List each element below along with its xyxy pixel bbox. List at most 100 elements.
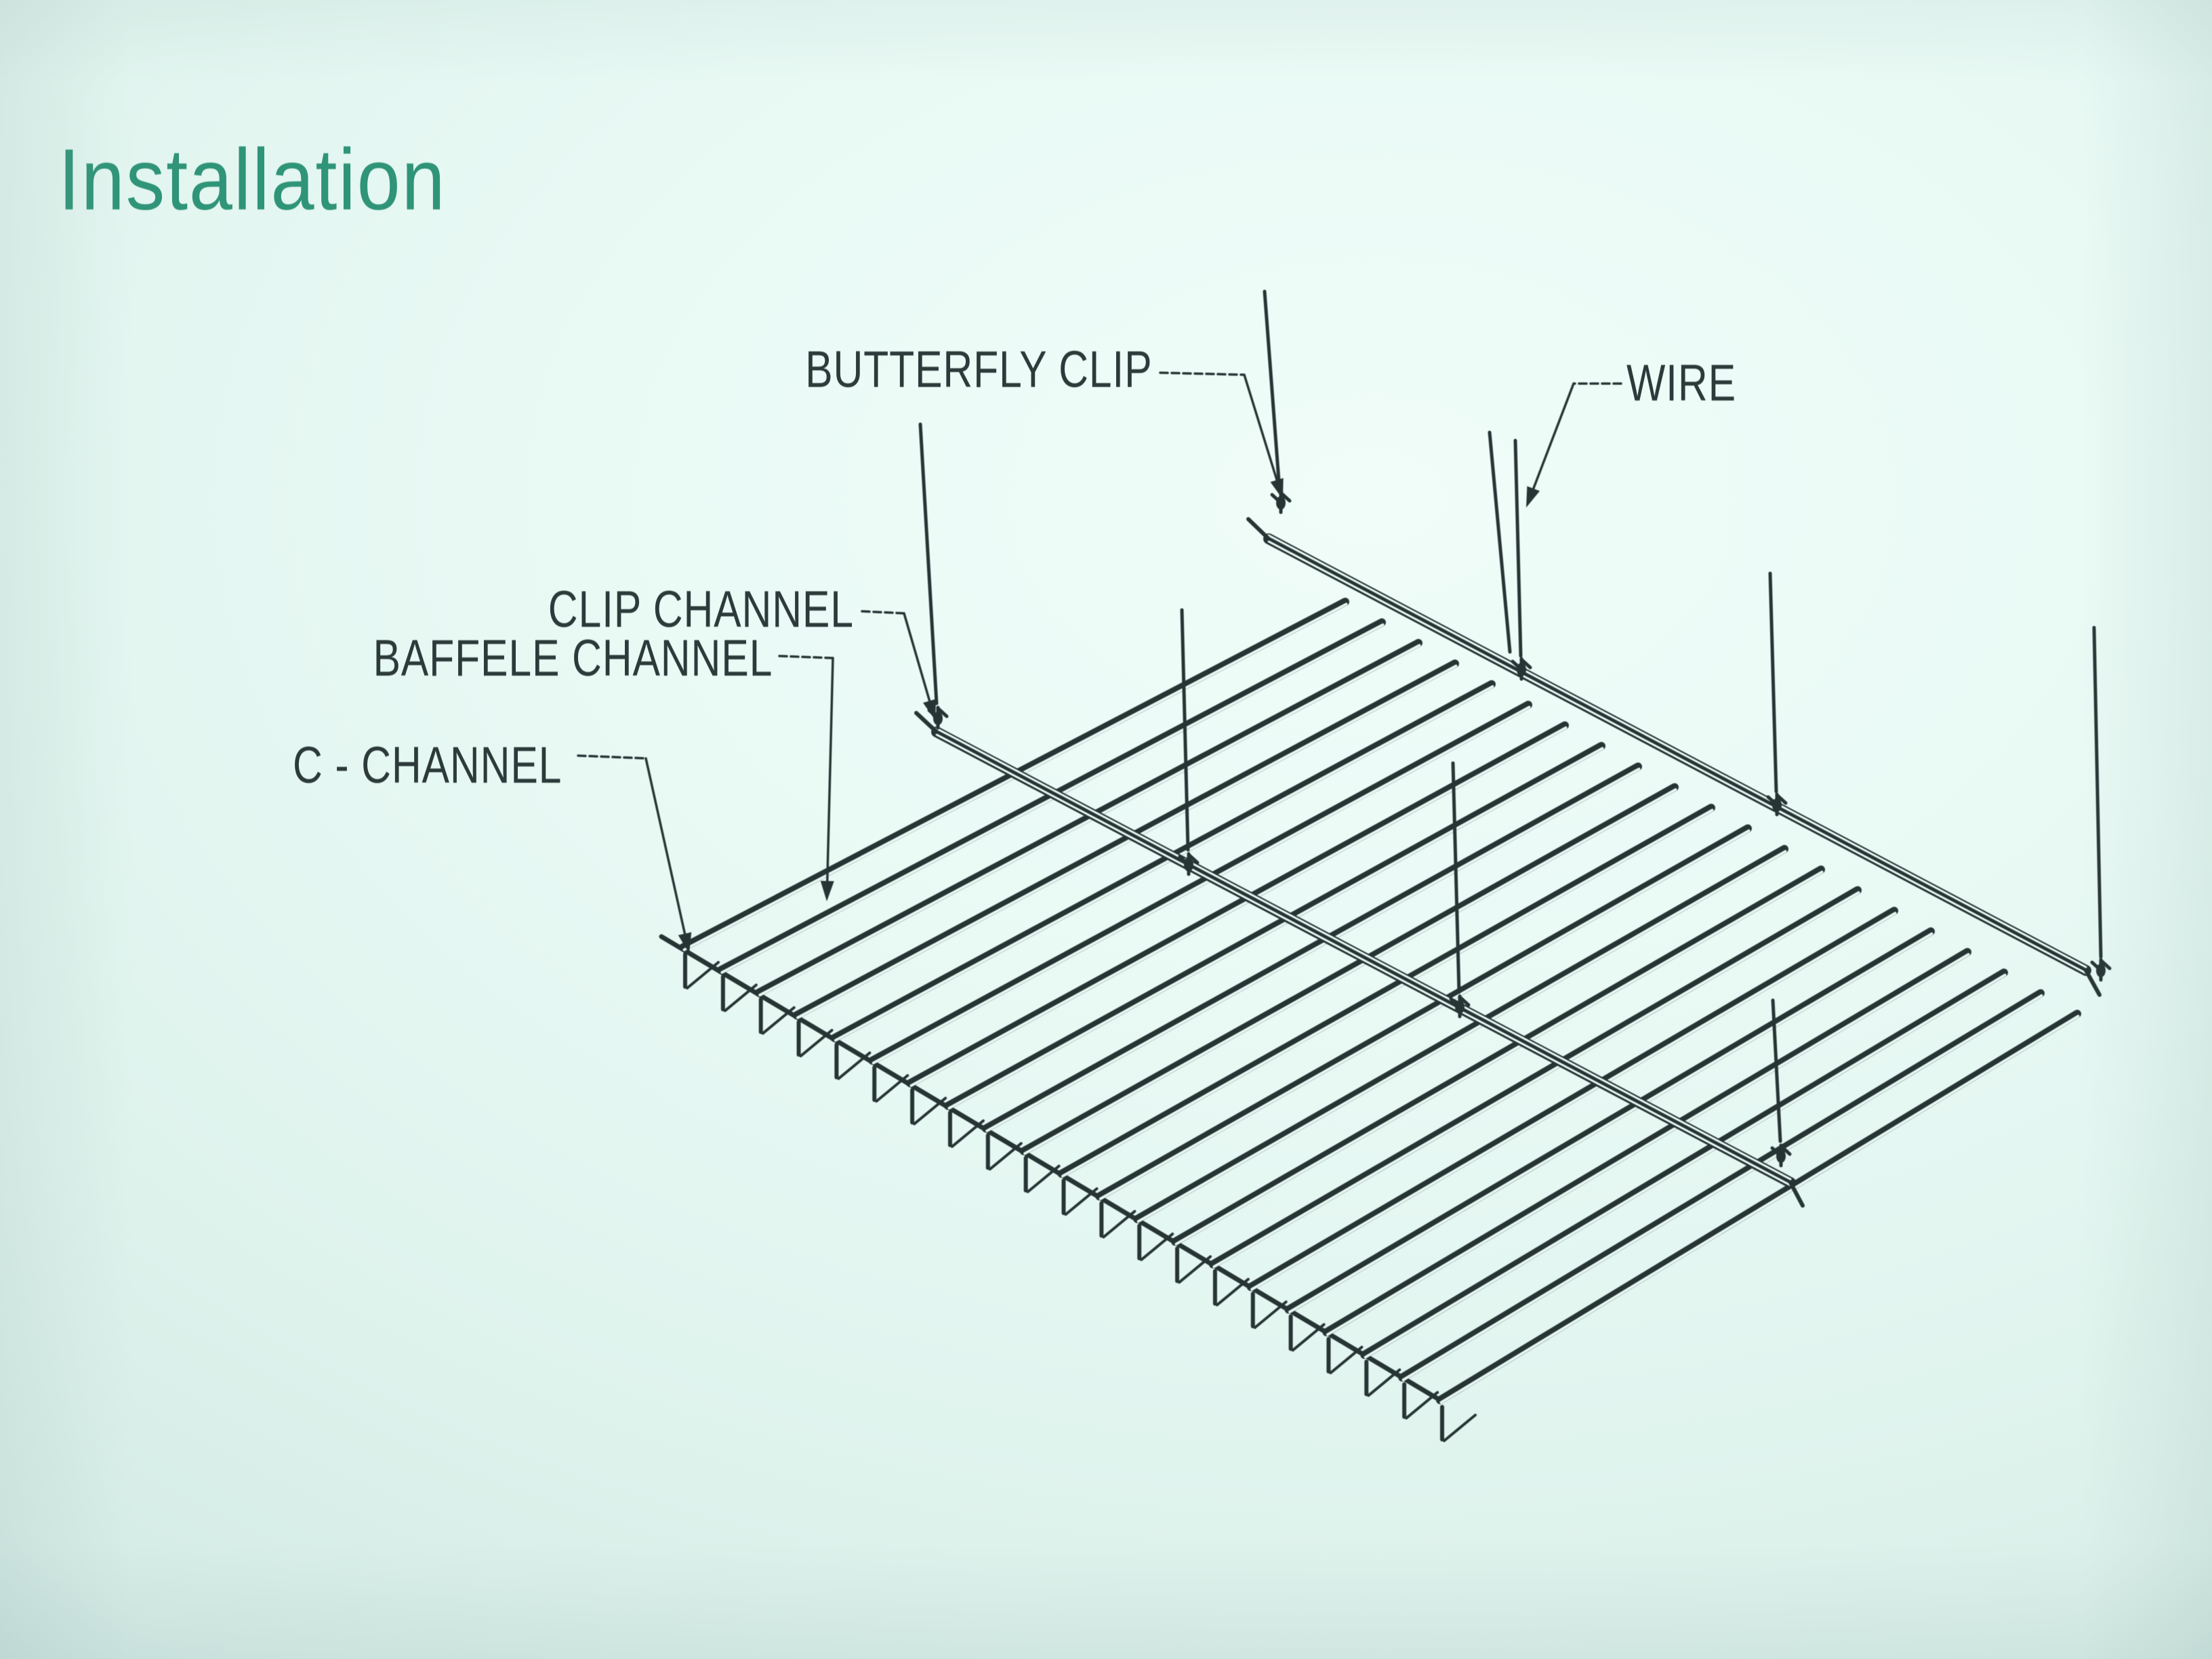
baffle-end-fin-web	[1367, 1368, 1401, 1397]
butterfly-clip-leader	[1243, 373, 1278, 482]
baffle-highlight	[1326, 953, 1970, 1336]
baffle-end-fin-web	[1064, 1187, 1099, 1216]
butterfly-clip-icon	[1455, 1000, 1465, 1014]
baffle-highlight	[1023, 788, 1677, 1155]
butterfly-clip-wing	[1187, 853, 1200, 865]
baffle-highlight	[834, 685, 1494, 1042]
baffle-end-fin-web	[988, 1142, 1023, 1171]
butterfly-clip-wing	[1520, 658, 1532, 670]
clip-channel-top-end-bend	[2084, 968, 2102, 997]
suspension-wire-line	[1263, 289, 1282, 491]
baffle-end-fin-web	[950, 1119, 985, 1148]
baffle-line	[1246, 907, 1898, 1291]
clip-channel-lower-highlight	[935, 727, 1792, 1181]
baffle-line	[1019, 783, 1679, 1155]
baffle-highlight	[909, 726, 1568, 1087]
butterfly-clip-icon	[2096, 964, 2106, 977]
suspension-wire-line	[1768, 571, 1778, 794]
baffle-highlight	[1136, 850, 1787, 1223]
suspension-wire-line	[1513, 438, 1523, 658]
baffle-highlight	[985, 767, 1641, 1132]
baffle-line	[1322, 947, 1971, 1336]
clip-channel-lower	[931, 726, 1796, 1188]
butterfly-clip-leader	[1159, 371, 1246, 376]
label-wire: WIRE	[1626, 354, 1736, 412]
baffle-line	[830, 680, 1496, 1042]
suspension-wire-line	[1771, 998, 1782, 1143]
baffle-line	[1398, 989, 2045, 1382]
baffle-end-fin-web	[1291, 1323, 1326, 1352]
baffele-channel-leader	[826, 657, 834, 882]
butterfly-clip-wing	[1458, 996, 1471, 1007]
baffle-line	[1436, 1010, 2081, 1404]
clip-channel-lower-end-bend	[1788, 1181, 1805, 1208]
baffle-end-fin-web	[1253, 1300, 1288, 1329]
baffle-end-fin-web	[1102, 1210, 1136, 1239]
baffle-highlight	[1174, 870, 1824, 1246]
clip-channel-leader	[861, 610, 905, 615]
baffle-end-fin-web	[837, 1051, 872, 1080]
suspension-wire-line	[2092, 626, 2103, 959]
wire-arrowhead	[1526, 486, 1540, 508]
baffle-end-fin-web	[1443, 1414, 1477, 1442]
baffle-end-fin-web	[799, 1029, 834, 1058]
baffle-line	[868, 701, 1532, 1065]
baffle-line	[1284, 927, 1935, 1314]
baffle-line	[1208, 886, 1862, 1269]
clip-channel-top-highlight	[1267, 534, 2087, 968]
label-c-channel: C - CHANNEL	[293, 737, 562, 794]
baffle-end-fin-web	[1026, 1164, 1061, 1193]
clip-channel-lower-highlight	[935, 733, 1792, 1187]
baffle-highlight	[1250, 912, 1897, 1291]
baffle-highlight	[1099, 829, 1750, 1200]
baffle-end-fin-web	[1215, 1277, 1250, 1307]
baffle-line	[1133, 844, 1788, 1223]
baffle-line	[792, 659, 1459, 1020]
baffle-end-fin-web	[1329, 1345, 1364, 1374]
baffle-end-fin-web	[1178, 1255, 1212, 1284]
suspension-wire-line	[1180, 608, 1190, 852]
baffle-line	[943, 741, 1605, 1110]
baffle-end-fin-web	[686, 961, 720, 989]
baffle-line	[1360, 968, 2008, 1359]
baffele-channel-leader	[778, 655, 834, 659]
butterfly-clip-wing	[1776, 794, 1788, 805]
baffle-highlight	[1061, 808, 1714, 1178]
baffele-channel-arrowhead	[820, 880, 834, 901]
clip-channel-lower-end-bend	[914, 711, 939, 734]
clip-channel-top-end-bend	[1246, 517, 1271, 541]
butterfly-clip-arrowhead	[1270, 478, 1284, 499]
baffle-highlight	[1439, 1015, 2080, 1404]
baffle-line	[1095, 824, 1752, 1201]
c-channel-leader	[577, 754, 647, 760]
butterfly-clip-wing	[937, 707, 949, 718]
suspension-wire-line	[918, 422, 939, 705]
label-clip-channel: CLIP CHANNEL	[548, 581, 854, 638]
baffle-end-fin-web	[761, 1006, 796, 1035]
baffle-highlight	[1288, 932, 1933, 1313]
butterfly-clip-wing	[1780, 1145, 1792, 1156]
label-baffele-channel: BAFFELE CHANNEL	[373, 630, 773, 687]
suspension-wire-line	[1488, 430, 1512, 654]
baffle-end-fin-web	[913, 1097, 947, 1126]
c-channel-arrowhead	[678, 932, 692, 954]
label-butterfly-clip: BUTTERFLY CLIP	[804, 341, 1152, 398]
c-channel-line	[659, 934, 1443, 1403]
butterfly-clip-icon	[1772, 798, 1782, 812]
baffle-line	[906, 721, 1569, 1088]
clip-channel-top-highlight	[1267, 540, 2087, 975]
baffle-end-fin-web	[1140, 1232, 1174, 1261]
baffle-highlight	[1212, 891, 1860, 1269]
wire-leader	[1532, 382, 1575, 490]
clip-channel-leader	[903, 612, 931, 702]
butterfly-clip-icon	[1276, 496, 1286, 510]
butterfly-clip-icon	[1184, 858, 1193, 872]
baffle-line	[1171, 865, 1825, 1246]
page-title: Installation	[58, 131, 447, 228]
baffle-highlight	[947, 747, 1604, 1110]
c-channel-leader	[644, 757, 687, 935]
baffle-highlight	[1401, 994, 2043, 1382]
baffle-highlight	[758, 644, 1421, 997]
